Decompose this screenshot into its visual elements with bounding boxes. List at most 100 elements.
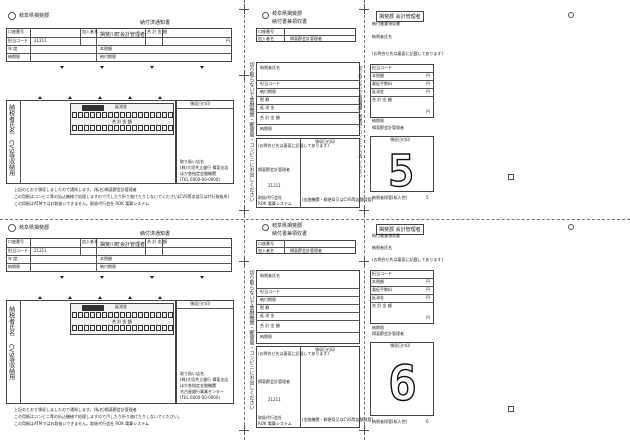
- right-page-mark: 5: [426, 195, 429, 200]
- mid-title: 納付書兼領収書: [272, 19, 308, 25]
- base-amount-label: 本税額: [100, 46, 112, 51]
- mid-total-b: 合 計 金 額: [260, 323, 280, 328]
- right-tab: 揖斐郡 会計管理者: [376, 11, 424, 22]
- right-total-b: 合 計 金 額: [372, 303, 392, 308]
- notice-3b: この用紙はATMではお取扱いできません。取扱代行会社 ROK 電算システム: [14, 421, 150, 426]
- amount-cells-b1: [72, 312, 173, 318]
- cut-note-vertical: 切り取らないで金融機関・郵便局・コンビニにお出しください: [248, 62, 255, 202]
- right-table-b: [370, 270, 434, 324]
- mid-notice-b: (お問合せ先は裏面に記載してあります): [258, 351, 329, 356]
- logo-text: 岐阜県揖斐郡: [19, 13, 50, 19]
- right-yen-1b: 円: [426, 279, 430, 284]
- payer-name-vertical-b: 納税者氏名: [7, 306, 15, 336]
- mid-tax: 税 額: [260, 97, 270, 102]
- mid-ledger-b: 21211: [268, 397, 281, 402]
- slip-title-b: 納付済通知書: [140, 231, 171, 237]
- handler-2b: (株)大垣共立銀行 揖斐支店: [180, 377, 229, 382]
- center-cut-line: [0, 219, 630, 220]
- right-total: 合 計 金 額: [372, 97, 392, 102]
- right-stamp-area: [370, 136, 434, 192]
- mid-side-note: 切り取らないで金融機関・郵便局・コンビニにお出しください: [358, 66, 364, 178]
- received-stamp-box: [176, 100, 234, 184]
- right-page-mark-b: 6: [426, 419, 429, 424]
- notice-2: この用紙はコンビニ等の払込機械で処理しますので汚したり折り曲げたりしないでくださ…: [14, 194, 182, 199]
- handler-1b: 取り扱い店名: [180, 371, 204, 376]
- mid-stamp-area: [256, 138, 360, 208]
- period-label: 納付期限: [100, 54, 116, 59]
- mid-due-b: 納期限: [260, 334, 272, 339]
- right-stamp-label-b: 領収日付印: [390, 343, 410, 348]
- mid-logo-circle: [262, 12, 269, 19]
- mid-period-b: 納付期限: [260, 297, 276, 302]
- punch-hole-bottom: [568, 224, 574, 230]
- year-label-b: 年 度: [8, 256, 18, 261]
- delay-label-b: 延滞金: [115, 304, 127, 309]
- handler-4b: 名古屋銀行事業センター: [180, 389, 224, 394]
- right-payer-b: 納税者氏名: [372, 245, 392, 250]
- right-stamp-label: 領収日付印: [390, 137, 410, 142]
- right-title-b: 納付書兼領収書: [372, 233, 400, 238]
- handler-2: (株)大垣共立銀行 揖斐支店: [180, 165, 229, 170]
- right-payer-keep: 納税者保管(私人控): [372, 195, 408, 200]
- mid-footer-2b: ROK 電算システム: [258, 421, 292, 426]
- right-tab-b: 揖斐郡 会計管理者: [376, 224, 424, 235]
- amount-cells-2: [72, 125, 173, 131]
- collector-name-b: 揖斐川町会計管理者: [100, 242, 146, 248]
- mid-collector-2: 揖斐郡会計管理者: [258, 167, 290, 172]
- mid-payer-label-b: 納税者氏名: [260, 273, 280, 278]
- right-notice-b: 揖斐郡会計管理者: [372, 331, 404, 336]
- mid-footer-3b: (金融機関・郵便局又はCVS等店舗保管): [302, 417, 374, 422]
- payer-block-b: [6, 300, 176, 404]
- handler-footer: (CVS等本部又は代行取扱所): [178, 194, 230, 199]
- notice-3: この用紙はATMではお取扱いできません。取扱代行会社 ROK 電算システム: [14, 201, 150, 206]
- right-stamp-area-b: [370, 342, 434, 416]
- mid-main-table: [256, 62, 360, 136]
- mid-tax-b: 税 額: [260, 305, 270, 310]
- mid-stamp-label: 領収日付印: [315, 139, 335, 144]
- right-notice: 揖斐郡会計管理者: [372, 125, 404, 130]
- mid-logo-text: 岐阜県揖斐郡: [272, 11, 303, 17]
- delay-label: 延滞金: [115, 104, 127, 109]
- handler-5b: (TEL 0000-00-0000): [180, 395, 220, 400]
- mid-logo-text-b: 岐阜県揖斐郡: [272, 223, 303, 229]
- payer-name-vertical: 納税者氏名: [7, 104, 15, 134]
- logo-circle-b: [8, 224, 16, 232]
- right-supervisor-b: 督促手数料: [372, 287, 392, 292]
- right-table: [370, 64, 434, 118]
- right-code-b: 担当コード: [372, 271, 392, 276]
- handler-1: 取り扱い店名: [180, 159, 204, 164]
- addressee-label-b: 加入者名: [82, 239, 98, 244]
- mid-ledger: 21211: [268, 183, 281, 188]
- right-yen-3: 円: [426, 89, 430, 94]
- amount-cells-b2: [72, 325, 173, 331]
- slip-number-6: 6: [387, 355, 417, 412]
- right-yen-3b: 円: [426, 295, 430, 300]
- mid-period: 納付期限: [260, 89, 276, 94]
- year-label: 年 度: [8, 46, 18, 51]
- right-supervisor: 督促手数料: [372, 81, 392, 86]
- total-label-b2: 合 計 金 額: [112, 319, 132, 324]
- slip-title: 納付済通知書: [140, 20, 171, 26]
- payer-block: [6, 100, 176, 184]
- mid-addressee-label: 加入者名: [258, 36, 274, 41]
- due-label: 納期限: [8, 54, 20, 59]
- mid-stamp-label-b: 領収日付印: [315, 347, 335, 352]
- mid-main-table-b: [256, 270, 360, 344]
- right-delay-b: 延滞金: [372, 295, 384, 300]
- right-code: 担当コード: [372, 65, 392, 70]
- mid-footer-1: 取扱代行会社: [258, 195, 282, 200]
- mid-code-b: 担当コード: [260, 289, 280, 294]
- mid-title-b: 納付書兼領収書: [272, 231, 308, 237]
- ledger-no: 21211: [34, 38, 47, 43]
- total-label-b: 合 計 金 額: [147, 239, 167, 244]
- handler-3: ほか各指定金融機関: [180, 171, 216, 176]
- handler-4: (TEL 0000-00-0000): [180, 177, 220, 182]
- received-stamp-box-b: [176, 300, 234, 404]
- account-label: 口座番号: [8, 29, 24, 34]
- total-label: 合 計 金 額: [147, 29, 167, 34]
- mid-stamp-area-b: [256, 346, 360, 428]
- slip-number-5: 5: [387, 145, 415, 197]
- mid-account-label: 口座番号: [258, 29, 274, 34]
- right-due-b: 納期限: [372, 325, 384, 330]
- right-payer-keep-b: 納税者保管(私人控): [372, 419, 408, 424]
